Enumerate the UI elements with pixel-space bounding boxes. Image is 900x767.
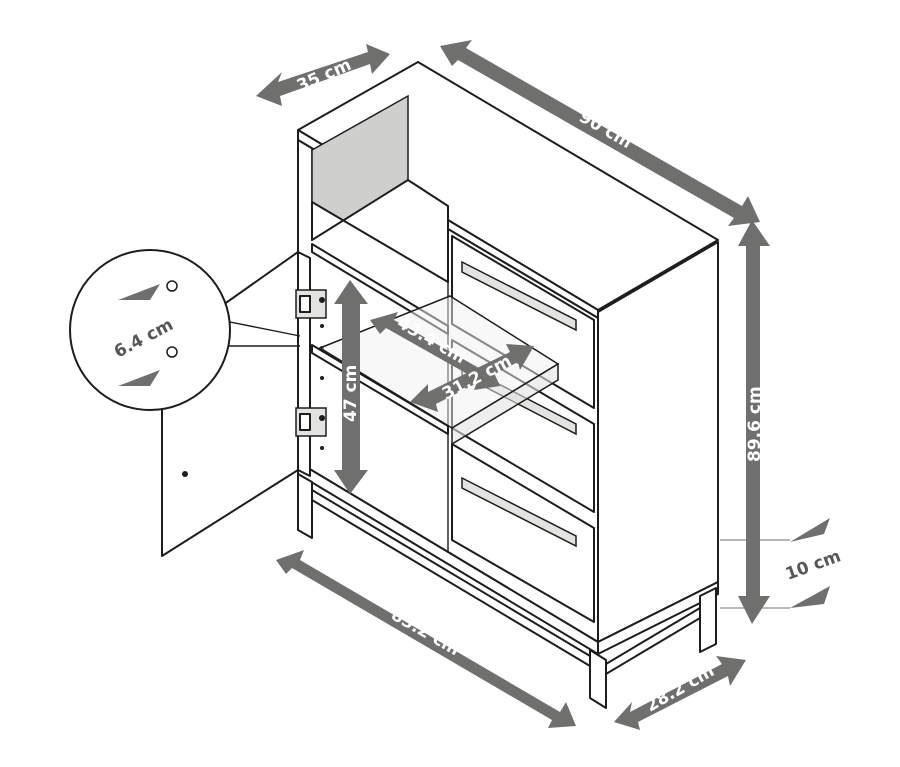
- hinge-upper: [295, 289, 327, 319]
- label-width-bottom: 83.2 cm: [388, 605, 464, 660]
- cabinet-body: [297, 61, 719, 655]
- hinge-detail-zoom: [69, 249, 301, 411]
- label-leg-height: 10 cm: [783, 546, 844, 584]
- dimension-leg-height: 10 cm: [720, 518, 844, 609]
- dimension-height-total: 89.6 cm: [738, 220, 770, 624]
- label-height-total: 89.6 cm: [745, 386, 765, 462]
- hinge-lower: [295, 407, 327, 437]
- dimension-inner-height: 47 cm: [334, 280, 368, 494]
- dimension-leg-depth: 28.2 cm: [614, 656, 746, 730]
- drawer-bottom[interactable]: [451, 443, 595, 623]
- drawer-handle-bottom: [461, 476, 577, 548]
- hinge-hole-upper: [166, 280, 178, 292]
- drawer-handle-top: [461, 260, 577, 332]
- label-leg-depth: 28.2 cm: [643, 661, 719, 716]
- hinge-hole-lower: [166, 346, 178, 358]
- label-inner-height: 47 cm: [341, 365, 361, 422]
- hinges: [295, 289, 327, 450]
- door-knob-hole: [182, 471, 188, 477]
- label-depth-top: 35 cm: [294, 55, 355, 97]
- cabinet-legs: [297, 473, 717, 709]
